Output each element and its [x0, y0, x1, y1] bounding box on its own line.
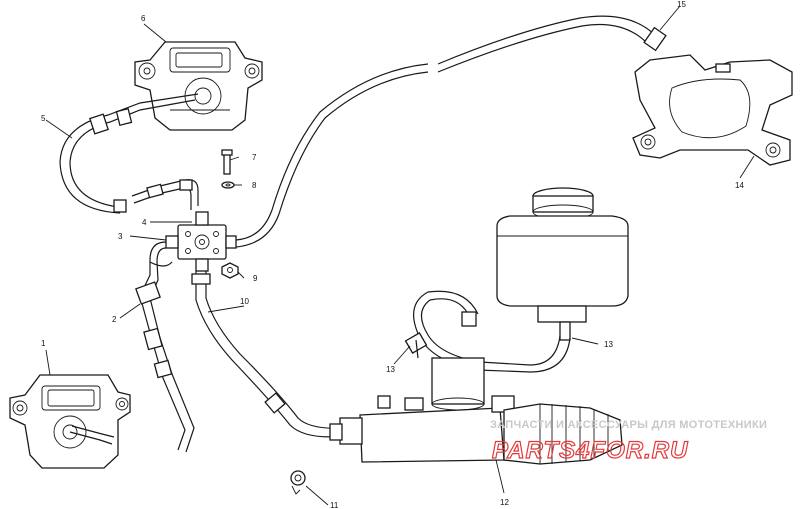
watermark-tagline: ЗАПЧАСТИ И АКСЕССУАРЫ ДЛЯ МОТОТЕХНИКИ	[490, 419, 767, 431]
label-1: 1	[41, 339, 46, 348]
master-cylinder	[329, 357, 623, 465]
label-13b: 13	[604, 340, 613, 349]
label-5: 5	[41, 114, 46, 123]
label-4: 4	[142, 218, 147, 227]
leader-lines	[45, 5, 755, 506]
hose-15	[235, 15, 667, 248]
label-9: 9	[253, 274, 258, 283]
label-14: 14	[735, 181, 744, 190]
caliper-bottom-left	[9, 374, 131, 469]
label-13a: 13	[386, 365, 395, 374]
washer-8	[221, 181, 235, 189]
clip-11	[290, 470, 306, 495]
callout-labels: 1 2 3 4 5 6 7 8 9 10 11 12 13 13 14 15	[41, 0, 744, 509]
hose-2	[135, 241, 195, 453]
junction-block	[165, 211, 237, 272]
watermark: ЗАПЧАСТИ И АКСЕССУАРЫ ДЛЯ МОТОТЕХНИКИ PA…	[490, 419, 767, 465]
nut-9	[221, 262, 239, 279]
watermark-logo: PARTS4FOR.RU	[492, 437, 688, 464]
hose-5	[59, 93, 199, 214]
label-10: 10	[240, 297, 249, 306]
caliper-top-left	[134, 41, 263, 131]
label-2: 2	[112, 315, 117, 324]
label-7: 7	[252, 153, 257, 162]
bolt-7	[221, 149, 233, 175]
label-8: 8	[252, 181, 257, 190]
hose-10	[191, 271, 346, 438]
hard-line-bend	[131, 179, 199, 210]
label-6: 6	[141, 14, 146, 23]
label-3: 3	[118, 232, 123, 241]
label-12: 12	[500, 498, 509, 507]
label-11: 11	[330, 501, 339, 509]
label-15: 15	[677, 0, 686, 9]
fluid-reservoir	[496, 187, 629, 341]
caliper-right	[632, 54, 793, 166]
